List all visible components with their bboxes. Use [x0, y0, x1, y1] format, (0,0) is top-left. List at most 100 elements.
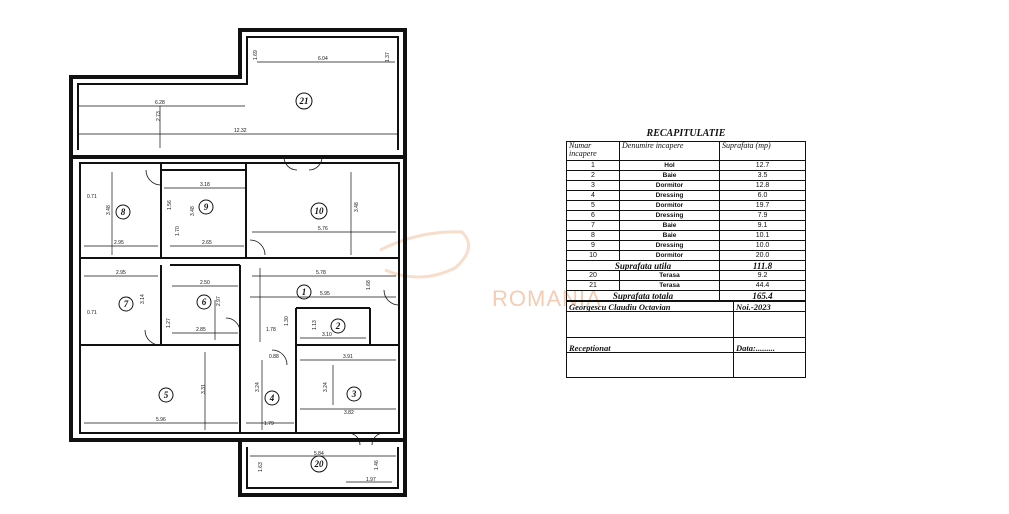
- room-marker-4: [264, 390, 280, 406]
- room-number-2: 2: [335, 321, 341, 331]
- row-number: 1: [566, 160, 620, 171]
- dim-label: 3.91: [343, 354, 353, 360]
- dim-label: 3.24: [323, 382, 329, 392]
- row-number: 3: [566, 180, 620, 191]
- dim-label: 1.37: [385, 52, 391, 62]
- row-number: 6: [566, 210, 620, 221]
- row-area: 12.8: [719, 180, 806, 191]
- row-number: 20: [566, 270, 620, 281]
- room-number-6: 6: [202, 297, 207, 307]
- house-inner: [79, 162, 400, 434]
- room-number-20: 20: [314, 459, 325, 469]
- signature-table: Georgescu Claudiu Octavian Noi.-2023 Rec…: [566, 301, 806, 378]
- blank-row: [566, 311, 806, 338]
- dim-label: 2.65: [202, 240, 212, 246]
- room-markers: 1 2 3 4 5 6 7 8 9 10 20 21: [115, 92, 362, 473]
- doors: [144, 156, 400, 446]
- blank-row: [566, 352, 806, 378]
- room-number-3: 3: [351, 389, 357, 399]
- received-row: Receptionat Data:.........: [566, 337, 806, 353]
- header-name: Denumire incapere: [619, 141, 720, 161]
- row-name: Dormitor: [619, 250, 720, 261]
- room-number-10: 10: [315, 206, 325, 216]
- row-name: Baie: [619, 170, 720, 181]
- room-marker-7: [118, 296, 134, 312]
- room-marker-10: [310, 202, 328, 220]
- row-name: Dormitor: [619, 180, 720, 191]
- row-number: 9: [566, 240, 620, 251]
- dim-label: 1.30: [284, 316, 290, 326]
- author-row: Georgescu Claudiu Octavian Noi.-2023: [566, 301, 806, 312]
- room-number-9: 9: [204, 202, 209, 212]
- row-name: Dressing: [619, 210, 720, 221]
- dim-label: 3.24: [255, 382, 261, 392]
- dim-label: 1.68: [366, 280, 372, 290]
- room-marker-2: [330, 318, 346, 334]
- terrace-21-outline: [69, 28, 407, 157]
- terrace-20-inner: [246, 447, 399, 489]
- row-name: Dressing: [619, 240, 720, 251]
- total-area-value: 165.4: [719, 290, 806, 301]
- dim-label: 1.70: [175, 226, 181, 236]
- dimension-lines: [78, 61, 398, 483]
- received-label: Receptionat: [566, 337, 734, 353]
- room-marker-8: [115, 204, 131, 220]
- row-number: 10: [566, 250, 620, 261]
- row-number: 4: [566, 190, 620, 201]
- dim-label: 2.50: [200, 280, 210, 286]
- recap-panel: RECAPITULATIE Numar incapere Denumire in…: [566, 128, 806, 378]
- dim-label: 5.76: [318, 226, 328, 232]
- total-area-row: Suprafata totala 165.4: [566, 290, 806, 301]
- blank-cell: [733, 311, 806, 338]
- room-number-4: 4: [269, 393, 275, 403]
- dim-label: 2.95: [116, 270, 126, 276]
- row-area: 44.4: [719, 280, 806, 291]
- dim-label: 5.95: [320, 291, 330, 297]
- floor-plan: 1.69 6.04 1.37 6.28 2.73 12.32 0.71 3.48…: [69, 28, 471, 497]
- received-date-label: Data:.........: [733, 337, 806, 353]
- useful-area-label: Suprafata utila: [566, 260, 720, 271]
- room-number-1: 1: [302, 287, 307, 297]
- dim-label: 2.97: [216, 296, 222, 306]
- row-area: 9.2: [719, 270, 806, 281]
- row-number: 21: [566, 280, 620, 291]
- row-area: 19.7: [719, 200, 806, 211]
- dim-label: 1.79: [264, 421, 274, 427]
- recap-header-row: Numar incapere Denumire incapere Suprafa…: [566, 141, 806, 161]
- recap-table: Numar incapere Denumire incapere Suprafa…: [566, 141, 806, 301]
- dimension-labels: 1.69 6.04 1.37 6.28 2.73 12.32 0.71 3.48…: [87, 50, 391, 483]
- row-area: 3.5: [719, 170, 806, 181]
- dim-label: 3.82: [344, 410, 354, 416]
- dim-label: 1.46: [374, 460, 380, 470]
- row-area: 6.0: [719, 190, 806, 201]
- author-date: Noi.-2023: [733, 301, 806, 312]
- dim-label: 0.71: [87, 310, 97, 316]
- dim-label: 6.04: [318, 56, 328, 62]
- row-area: 20.0: [719, 250, 806, 261]
- row-name: Baie: [619, 220, 720, 231]
- dim-label: 2.73: [156, 111, 162, 121]
- row-name: Baie: [619, 230, 720, 241]
- room-marker-20: [310, 455, 328, 473]
- dim-label: 3.14: [140, 294, 146, 304]
- dim-label: 1.63: [258, 462, 264, 472]
- dim-label: 5.96: [156, 417, 166, 423]
- useful-area-value: 111.8: [719, 260, 806, 271]
- dim-label: 1.27: [166, 318, 172, 328]
- room-number-5: 5: [164, 390, 169, 400]
- dim-label: 1.13: [312, 320, 318, 330]
- row-number: 2: [566, 170, 620, 181]
- dim-label: 0.71: [87, 194, 97, 200]
- dim-label: 12.32: [234, 128, 247, 134]
- terrace-21-inner: [77, 36, 399, 150]
- dim-label: 0.88: [269, 354, 279, 360]
- row-area: 12.7: [719, 160, 806, 171]
- room-marker-5: [158, 387, 174, 403]
